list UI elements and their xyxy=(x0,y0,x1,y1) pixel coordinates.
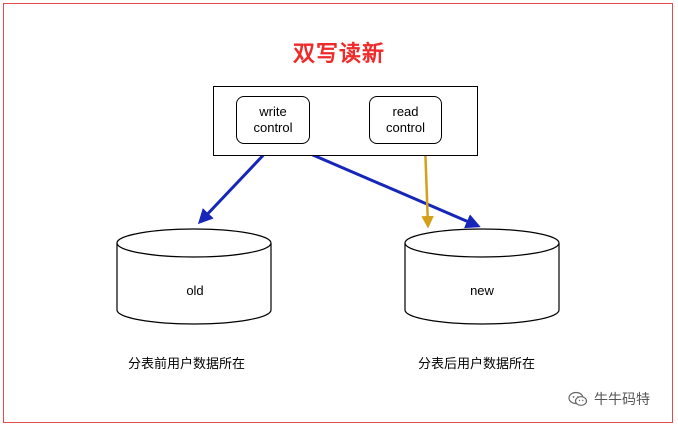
watermark: 牛牛码特 xyxy=(568,389,650,409)
write-control-node: write control xyxy=(236,96,310,144)
outer-frame xyxy=(3,3,673,423)
read-control-line2: control xyxy=(385,120,426,135)
old-database-cylinder xyxy=(116,228,272,325)
write-control-line2: control xyxy=(253,120,293,135)
old-database-caption: 分表前用户数据所在 xyxy=(128,357,246,372)
new-database-cylinder xyxy=(404,228,560,325)
new-database-label: new xyxy=(470,283,494,298)
watermark-text: 牛牛码特 xyxy=(594,392,650,408)
read-control-node: read control xyxy=(369,96,442,144)
old-database-label: old xyxy=(186,283,204,298)
wechat-icon xyxy=(568,391,588,406)
write-to-new-arrow xyxy=(291,144,481,229)
new-database-caption: 分表后用户数据所在 xyxy=(418,357,536,372)
write-to-old-arrow xyxy=(197,145,273,225)
write-control-line1: write xyxy=(259,104,287,119)
diagram-title: 双写读新 xyxy=(292,42,385,67)
read-control-line1: read xyxy=(392,104,419,119)
read-to-new-arrow xyxy=(421,143,434,229)
